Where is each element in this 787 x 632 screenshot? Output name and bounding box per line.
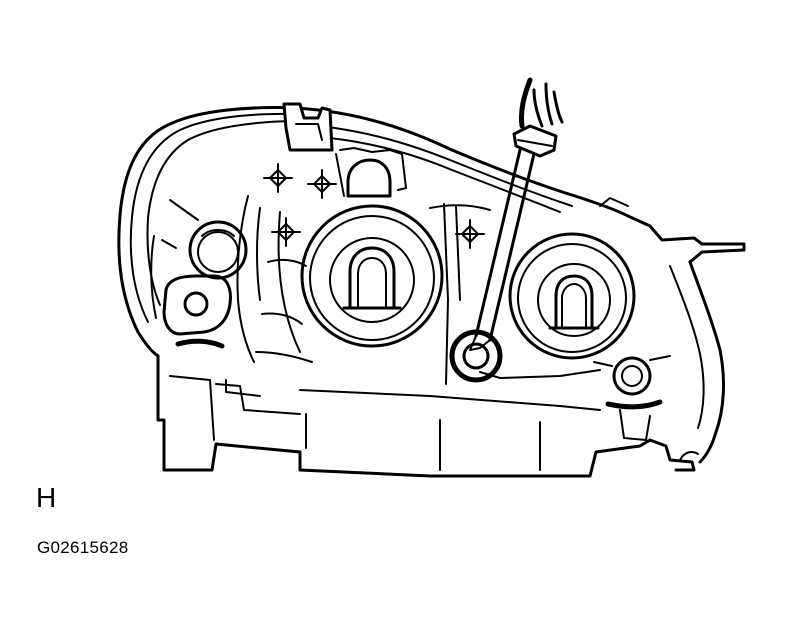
figure-letter: H <box>36 482 57 513</box>
screwdriver-icon <box>449 77 564 383</box>
headlight-assembly-icon <box>117 102 746 478</box>
figure-code: G02615628 <box>37 538 129 557</box>
